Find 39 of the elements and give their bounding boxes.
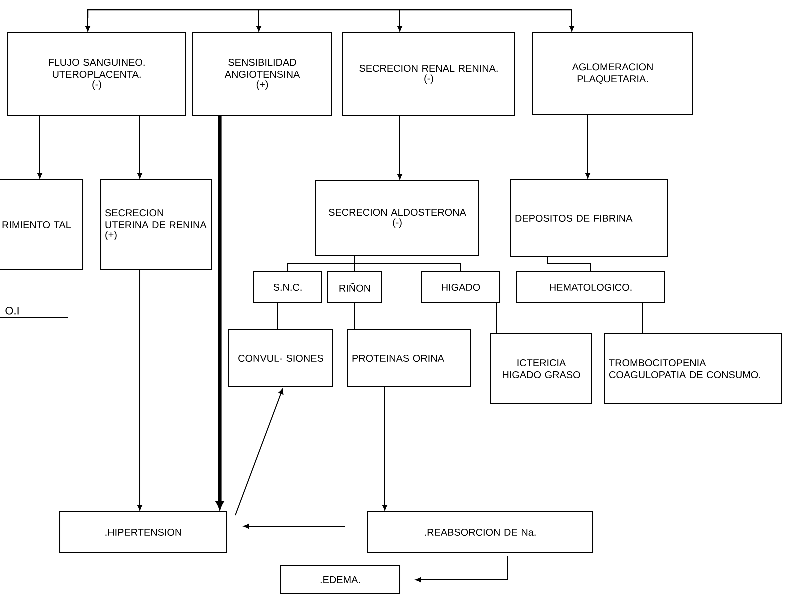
connector-line [548,256,592,272]
text-box: FLUJO SANGUINEO. UTEROPLACENTA. (-) [8,32,186,116]
arrow [244,524,346,530]
text-box: PROTEINAS ORINA [348,330,472,388]
text-box: CONVUL- SIONES [228,330,334,388]
underlined-label: O.I [0,307,68,318]
text-box: SECRECION RENAL RENINA. (-) [342,32,516,116]
arrow [397,116,403,180]
arrow [382,386,388,511]
text-box: RIÑON [328,272,382,304]
arrow [137,116,143,179]
arrow [397,10,403,32]
arrow [235,388,284,516]
text-box: RIMIENTO TAL [0,180,84,270]
text-box: DEPOSITOS DE FIBRINA [510,180,668,258]
arrow [37,116,43,179]
text-box: SECRECION ALDOSTERONA (-) [316,180,480,256]
connector-line [354,256,462,272]
connector-line [642,302,644,334]
text-box: HIGADO [422,272,500,304]
text-box: AGLOMERACION PLAQUETARIA. [532,32,694,116]
connector-line [354,302,356,330]
arrow [256,10,262,32]
text-box: ICTERICIA HIGADO GRASO [490,334,592,404]
connector-line [496,302,498,334]
text-box: .REABSORCION DE Na. [368,512,594,554]
arrow [137,270,143,511]
text-box: SECRECION UTERINA DE RENINA (+) [100,180,212,270]
arrow [585,114,591,179]
text-box: TROMBOCITOPENIA COAGULOPATIA DE CONSUMO. [604,334,782,404]
text-box: .HIPERTENSION [60,512,228,554]
arrow [569,10,575,32]
arrow [216,116,224,510]
arrow [85,10,91,32]
text-box: .EDEMA. [280,566,400,594]
text-box: SENSIBILIDAD ANGIOTENSINA (+) [192,32,332,116]
text-box: S.N.C. [254,272,322,304]
text-box: HEMATOLOGICO. [516,272,666,304]
arrow [416,556,508,583]
